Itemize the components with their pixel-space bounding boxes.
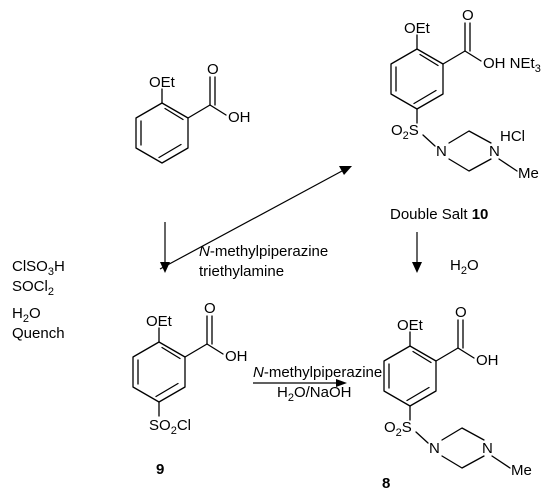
compound-9: OEt O OH SO2Cl bbox=[132, 300, 248, 437]
reagents-step-bottom: N-methylpiperazine H2O/NaOH bbox=[253, 364, 382, 404]
c8-number: 8 bbox=[382, 475, 390, 489]
salt10-sulfonyl: O2S bbox=[391, 122, 419, 142]
reagents-step-down: ClSO3H SOCl2 H2O Quench bbox=[12, 258, 65, 342]
start-carbonyl-o: O bbox=[207, 61, 219, 78]
start-oh: OH bbox=[228, 109, 251, 126]
reagent-n-methylpiperazine-1: N-methylpiperazine bbox=[199, 243, 328, 260]
salt10-me: Me bbox=[518, 165, 539, 182]
salt10-n1: N bbox=[436, 143, 447, 160]
reagent-triethylamine: triethylamine bbox=[199, 263, 284, 280]
arrow-down bbox=[160, 222, 170, 273]
salt10-oet: OEt bbox=[404, 20, 431, 37]
start-oet: OEt bbox=[149, 74, 176, 91]
c8-sulfonyl: O2S bbox=[384, 419, 412, 439]
reagent-n-methylpiperazine-2: N-methylpiperazine bbox=[253, 364, 382, 381]
c8-oh: OH bbox=[476, 352, 499, 369]
reagent-socl2: SOCl2 bbox=[12, 278, 54, 298]
reagent-h2o: H2O bbox=[12, 305, 41, 325]
arrow-h2o bbox=[412, 232, 422, 273]
salt10-carbonyl-o: O bbox=[462, 7, 474, 24]
compound-8: OEt O OH O2S N N Me bbox=[383, 304, 532, 479]
arrow-diagonal bbox=[159, 166, 352, 270]
c8-me: Me bbox=[511, 462, 532, 479]
c9-oet: OEt bbox=[146, 313, 173, 330]
salt10-caption: Double Salt 10 bbox=[390, 206, 488, 223]
reagents-step-diagonal: N-methylpiperazine triethylamine bbox=[199, 243, 328, 280]
c9-number: 9 bbox=[156, 461, 164, 478]
double-salt-10: OEt O OH NEt3 O2S N N Me HCl bbox=[390, 7, 541, 182]
reagent-h2o-naoh: H2O/NaOH bbox=[277, 384, 351, 404]
c8-oet: OEt bbox=[397, 317, 424, 334]
c8-carbonyl-o: O bbox=[455, 304, 467, 321]
salt10-oh: OH NEt3 bbox=[483, 55, 541, 75]
reagent-h2o-right: H2O bbox=[450, 257, 479, 277]
reagent-clso3h: ClSO3H bbox=[12, 258, 65, 278]
arrow-bottom bbox=[253, 379, 347, 387]
c9-so2cl: SO2Cl bbox=[149, 417, 191, 437]
c9-carbonyl-o: O bbox=[204, 300, 216, 317]
reagent-quench: Quench bbox=[12, 325, 65, 342]
starting-material: OEt O OH bbox=[135, 61, 251, 164]
c8-n1: N bbox=[429, 440, 440, 457]
reagents-step-right: H2O bbox=[450, 257, 479, 277]
c9-oh: OH bbox=[225, 348, 248, 365]
salt10-hcl: HCl bbox=[500, 128, 525, 145]
salt10-n2: N bbox=[489, 143, 500, 160]
c8-n2: N bbox=[482, 440, 493, 457]
